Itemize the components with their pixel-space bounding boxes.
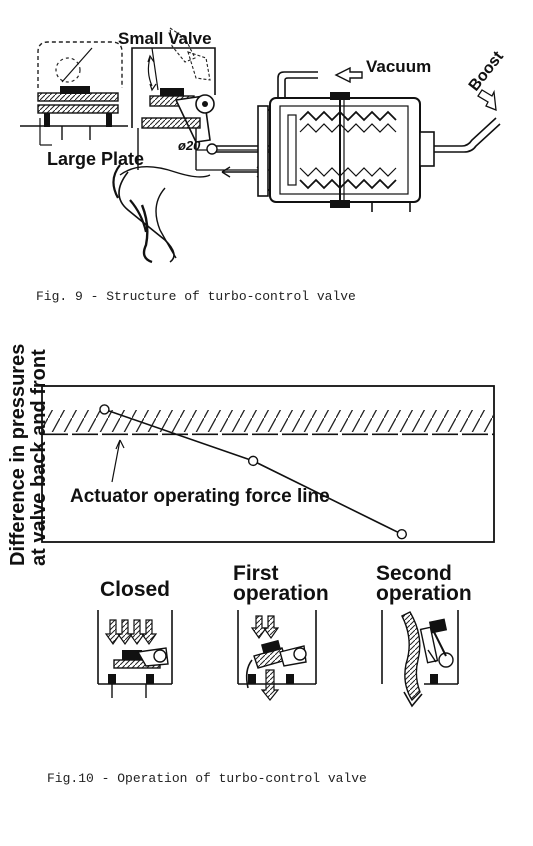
second-label-line1: Second <box>376 562 452 585</box>
boost-label: Boost <box>466 48 508 95</box>
y-axis-label-line1: Difference in pressures <box>7 344 29 566</box>
fig9-caption: Fig. 9 - Structure of turbo-control valv… <box>36 289 356 304</box>
vacuum-label: Vacuum <box>366 57 431 76</box>
y-axis-label-line2: at valve back and front <box>28 349 50 566</box>
vacuum-arrow-icon <box>334 66 363 84</box>
state-first-operation: First operation <box>233 562 329 701</box>
rod-end-icon <box>206 143 218 155</box>
valve-pivot-ghost <box>55 57 81 83</box>
flow-arrow-icon <box>401 611 421 702</box>
small-valve-label: Small Valve <box>118 29 212 48</box>
pressure-arrows-icon <box>104 619 158 646</box>
second-label-line2: operation <box>376 582 472 605</box>
curve-segment <box>104 408 254 462</box>
data-point-2 <box>247 455 259 467</box>
boost-pipe <box>434 117 497 147</box>
valve-cap-outline <box>37 41 123 88</box>
data-point-1 <box>99 404 110 415</box>
actuator-body <box>257 92 435 212</box>
boost-arrow-icon <box>477 89 497 112</box>
flow-arrow-icon <box>260 669 280 701</box>
state-second-operation: Second operation <box>376 562 472 708</box>
small-valve-leader <box>61 47 93 83</box>
fig9-diagram: Small Valve Vacuum Boost Large Plate ø20 <box>20 26 508 264</box>
turbine-housing <box>112 26 300 264</box>
dimension-label: ø20 <box>178 138 201 153</box>
force-line-leader <box>111 439 121 483</box>
fig10-chart: Actuator operating force line Difference… <box>7 344 495 566</box>
data-point-3 <box>396 529 408 540</box>
small-valve-leader-2 <box>151 47 159 91</box>
flow-arrow-icon <box>245 659 253 689</box>
force-band-hatch <box>42 410 494 432</box>
chart-frame <box>41 385 495 543</box>
state-closed: Closed <box>97 578 173 698</box>
first-label-line1: First <box>233 562 279 585</box>
curve-segment <box>252 460 403 535</box>
force-line-label: Actuator operating force line <box>70 486 330 507</box>
left-valve-detail <box>20 86 128 140</box>
vacuum-pipe <box>277 71 318 98</box>
plot-layer <box>99 404 408 540</box>
pressure-arrows-icon <box>250 615 280 640</box>
large-plate-label: Large Plate <box>47 149 144 169</box>
closed-label: Closed <box>100 578 170 601</box>
first-label-line2: operation <box>233 582 329 605</box>
fig10-caption: Fig.10 - Operation of turbo-control valv… <box>47 771 367 786</box>
